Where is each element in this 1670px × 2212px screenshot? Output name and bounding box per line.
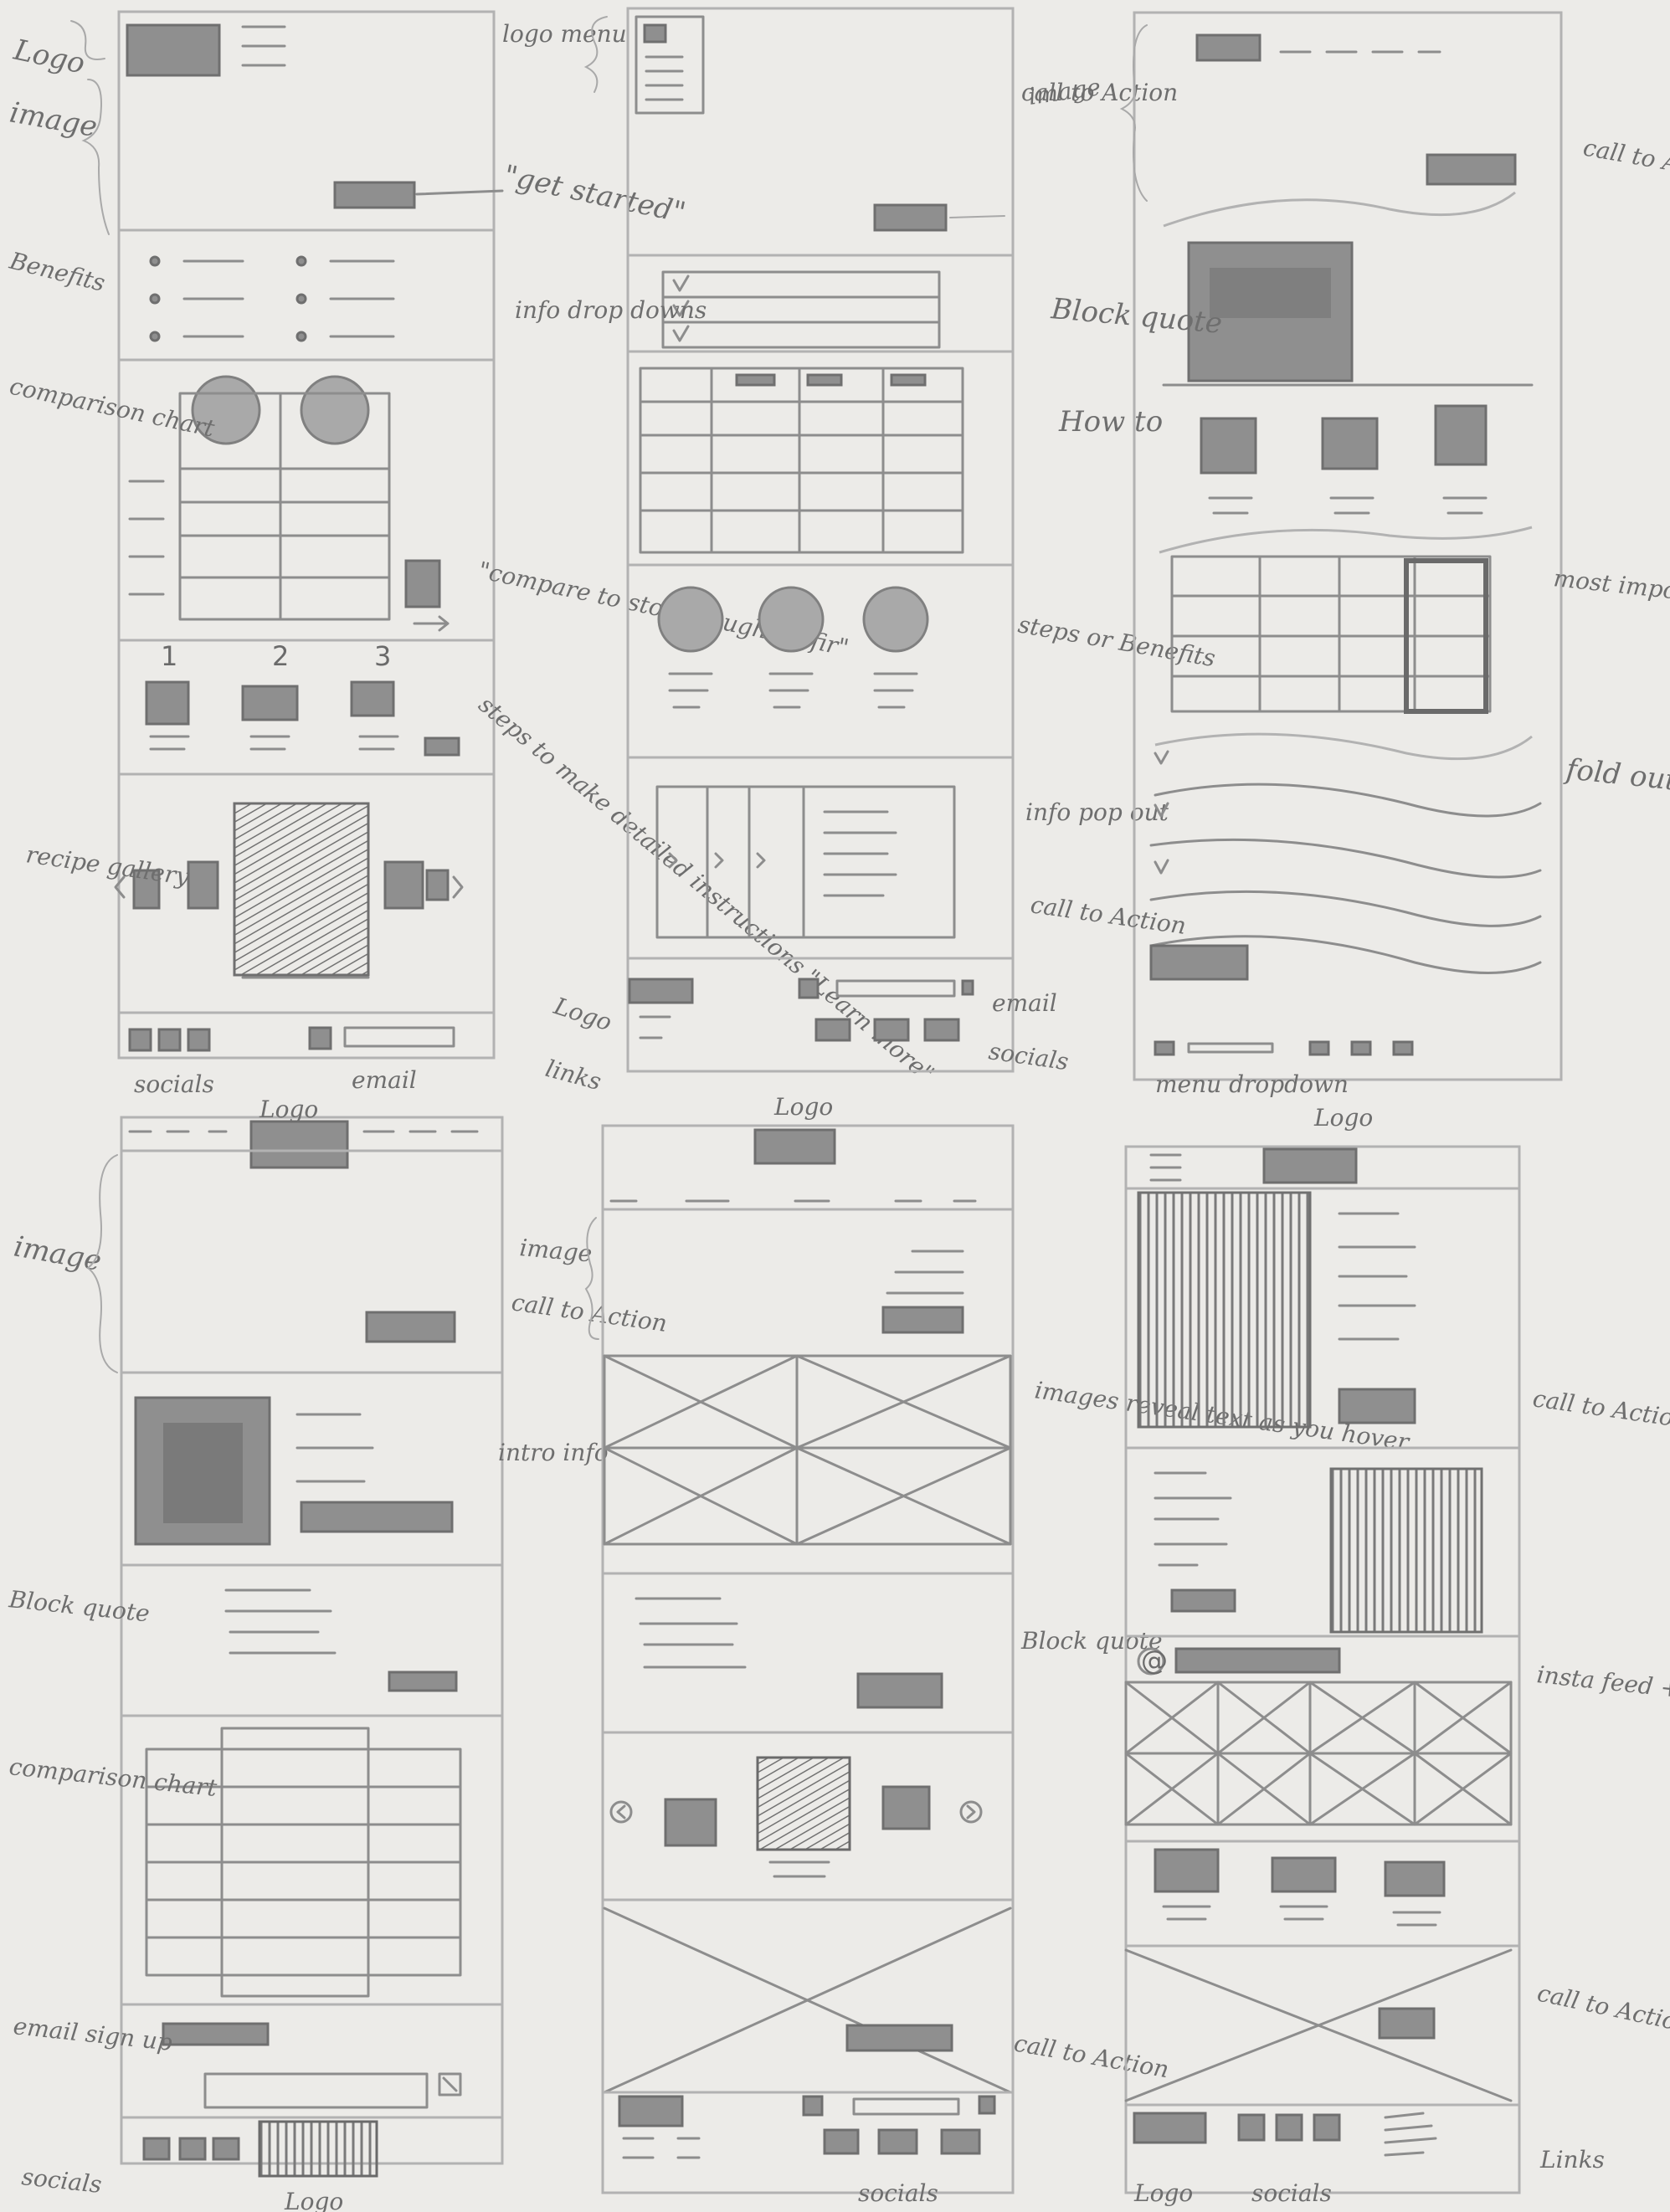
annotation: socials: [987, 1037, 1071, 1075]
annotation: socials: [134, 1070, 214, 1098]
svg-text:@: @: [1141, 1645, 1168, 1676]
annotation: call to Action: [1531, 1384, 1670, 1434]
annotation: Logo: [284, 2188, 343, 2212]
annotation: Benefits: [6, 247, 108, 297]
annotation: insta feed + Link: [1535, 1660, 1670, 1709]
annotation: Block quote: [1020, 1627, 1163, 1655]
svg-text:2: 2: [272, 640, 289, 672]
wireframe-3: [1133, 11, 1563, 1081]
annotation: Links: [1539, 2146, 1605, 2174]
annotation: logo menu: [502, 20, 627, 48]
annotation: image: [11, 1229, 104, 1278]
annotation: socials: [20, 2163, 103, 2199]
annotation: Block quote: [7, 1585, 151, 1628]
annotation: image: [518, 1234, 593, 1267]
annotation: call to Action: [1535, 1979, 1670, 2039]
annotation: most important Bolded: [1552, 564, 1670, 620]
annotation: Logo: [550, 992, 615, 1036]
annotation: email: [992, 989, 1057, 1017]
annotation: socials: [858, 2179, 938, 2207]
annotation: menu dropdown: [1155, 1070, 1349, 1098]
annotation: info drop downs: [515, 296, 707, 324]
annotation: comparison chart: [8, 1753, 218, 1802]
wireframe-5: [601, 1124, 1015, 2194]
annotation: call to Action: [1012, 2029, 1171, 2083]
annotation: steps or Benefits: [1016, 610, 1218, 672]
annotation: links: [542, 1055, 604, 1096]
annotation: email: [352, 1066, 417, 1094]
annotation: image: [7, 95, 100, 144]
annotation: Logo: [10, 33, 88, 80]
wireframe-6: @: [1124, 1145, 1521, 2194]
annotation: Logo: [1133, 2179, 1193, 2207]
annotation: fold out tabs w/ Benefits or other info: [1562, 752, 1670, 843]
svg-text:3: 3: [374, 640, 391, 672]
wireframe-2: [626, 7, 1015, 1073]
annotation: call to Action: [1021, 79, 1178, 106]
wireframe-1: 1 2 3: [114, 10, 504, 1060]
annotation: intro info: [498, 1439, 609, 1466]
svg-text:1: 1: [161, 640, 177, 672]
annotation: Logo: [259, 1096, 318, 1123]
annotation: socials: [1251, 2179, 1332, 2207]
annotation: email sign up: [12, 2012, 173, 2056]
annotation: "get started": [501, 159, 688, 230]
annotation: How to: [1058, 405, 1163, 439]
annotation: comparison chart: [8, 372, 218, 443]
wireframe-4: [120, 1116, 504, 2178]
annotation: Logo: [1313, 1104, 1373, 1132]
annotation: info pop out: [1025, 798, 1169, 826]
annotation: Logo: [773, 1093, 833, 1121]
get-started-button: [333, 181, 416, 209]
annotation: recipe gallery: [24, 840, 192, 890]
logo-block: [126, 23, 221, 77]
annotation: call to Action: [1581, 133, 1670, 187]
